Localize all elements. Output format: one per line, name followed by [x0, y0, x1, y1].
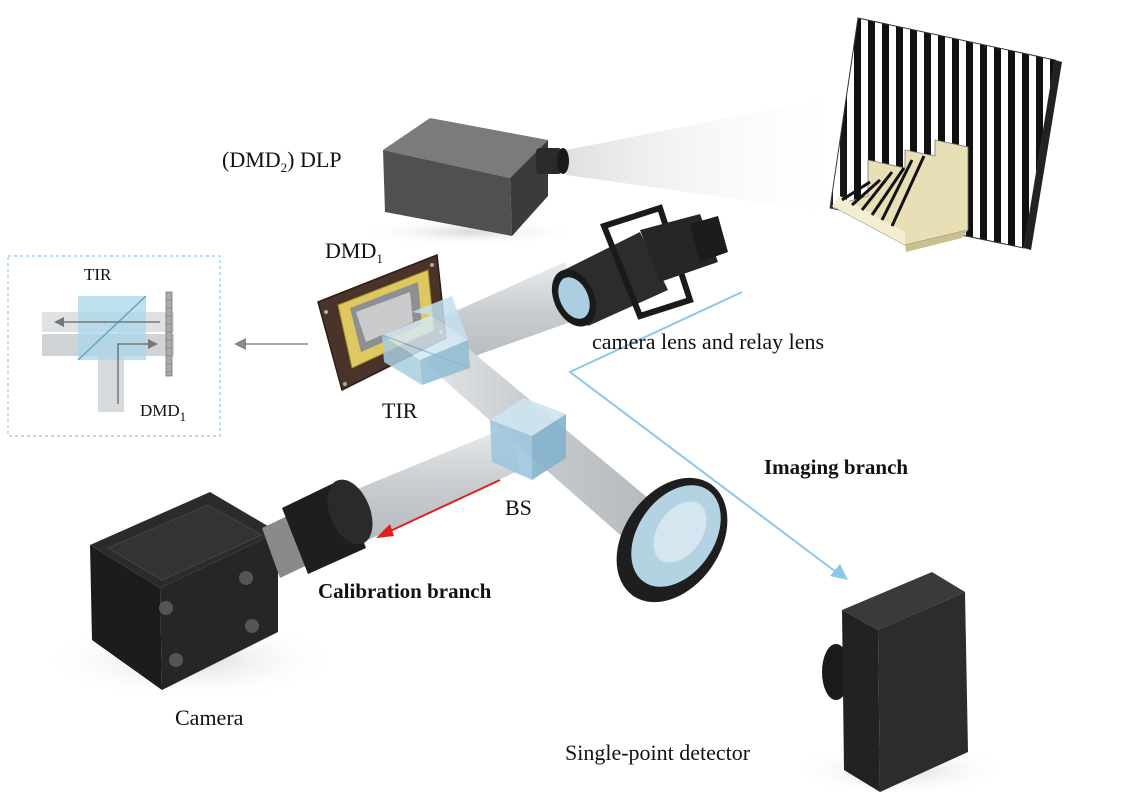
inset-tir-label: TIR [84, 265, 112, 284]
dlp-projector [360, 118, 580, 246]
camera-lens-label: camera lens and relay lens [592, 329, 824, 354]
camera-label: Camera [175, 705, 244, 730]
calibration-camera [40, 479, 373, 700]
imaging-branch-label: Imaging branch [764, 455, 908, 479]
inset-pointer-arrow [234, 338, 308, 350]
camera-lens-and-relay-lens [551, 204, 728, 327]
beam-splitter-cube [490, 398, 566, 480]
tir-prism [381, 296, 471, 385]
detector-label: Single-point detector [565, 740, 751, 765]
projection-light-cone [566, 95, 850, 215]
imaging-arrow [568, 291, 848, 580]
dlp-label: (DMD2) DLP [222, 147, 342, 175]
staircase-object [830, 139, 969, 252]
beam-tir-to-camera-lens [440, 262, 582, 362]
beam-bs-to-camera [350, 426, 520, 540]
tir-inset: TIR DMD1 [7, 255, 221, 437]
inset-dmd1-label: DMD1 [140, 401, 186, 424]
calibration-branch-label: Calibration branch [318, 579, 492, 603]
bs-label: BS [505, 495, 532, 520]
dmd1-chip [317, 253, 447, 392]
tir-label: TIR [382, 398, 418, 423]
calibration-arrow [376, 479, 501, 538]
single-point-detector [790, 572, 1010, 796]
imaging-lens [616, 477, 728, 603]
dmd1-label: DMD1 [325, 238, 383, 266]
